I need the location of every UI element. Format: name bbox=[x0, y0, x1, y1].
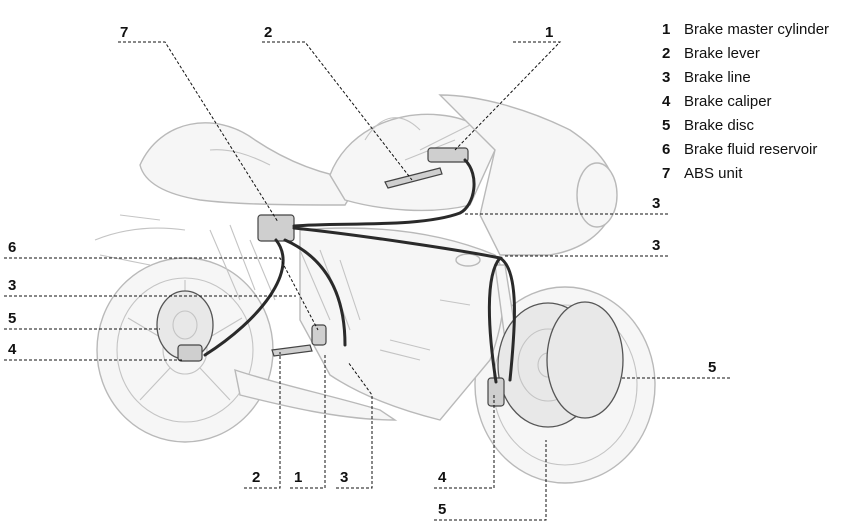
legend-label: Brake lever bbox=[684, 45, 760, 62]
callout-7-top: 7 bbox=[120, 24, 128, 41]
legend-number: 5 bbox=[662, 114, 684, 138]
callout-2-top: 2 bbox=[264, 24, 272, 41]
brake-fluid-reservoir bbox=[312, 325, 326, 345]
brake-lever-rear bbox=[272, 345, 312, 356]
callout-3-right-upper: 3 bbox=[652, 195, 660, 212]
legend-number: 3 bbox=[662, 66, 684, 90]
legend-number: 6 bbox=[662, 138, 684, 162]
callout-1-bottom: 1 bbox=[294, 469, 302, 486]
legend-label: Brake caliper bbox=[684, 93, 772, 110]
callout-5-left: 5 bbox=[8, 310, 16, 327]
callout-2-bottom: 2 bbox=[252, 469, 260, 486]
legend-label: Brake disc bbox=[684, 117, 754, 134]
fuel-tank bbox=[330, 114, 495, 210]
callout-3-bottom: 3 bbox=[340, 469, 348, 486]
callout-1-top: 1 bbox=[545, 24, 553, 41]
callout-5-right: 5 bbox=[708, 359, 716, 376]
legend-number: 2 bbox=[662, 42, 684, 66]
motorcycle-illustration bbox=[95, 95, 655, 483]
legend-number: 4 bbox=[662, 90, 684, 114]
callout-3-right-lower: 3 bbox=[652, 237, 660, 254]
callout-4-bottom: 4 bbox=[438, 469, 447, 486]
legend-label: Brake fluid reservoir bbox=[684, 141, 817, 158]
front-brake-disc-outer bbox=[547, 302, 623, 418]
callout-3-left: 3 bbox=[8, 277, 16, 294]
callout-6-left: 6 bbox=[8, 239, 16, 256]
legend-number: 7 bbox=[662, 162, 684, 186]
rear-brake-caliper bbox=[178, 345, 202, 361]
legend-label: Brake line bbox=[684, 69, 751, 86]
legend-label: Brake master cylinder bbox=[684, 21, 829, 38]
callout-4-left: 4 bbox=[8, 341, 17, 358]
callout-5-bottom: 5 bbox=[438, 501, 446, 518]
legend-number: 1 bbox=[662, 18, 684, 42]
brake-master-cylinder bbox=[428, 148, 468, 162]
legend-label: ABS unit bbox=[684, 165, 742, 182]
tail-section bbox=[140, 123, 360, 205]
